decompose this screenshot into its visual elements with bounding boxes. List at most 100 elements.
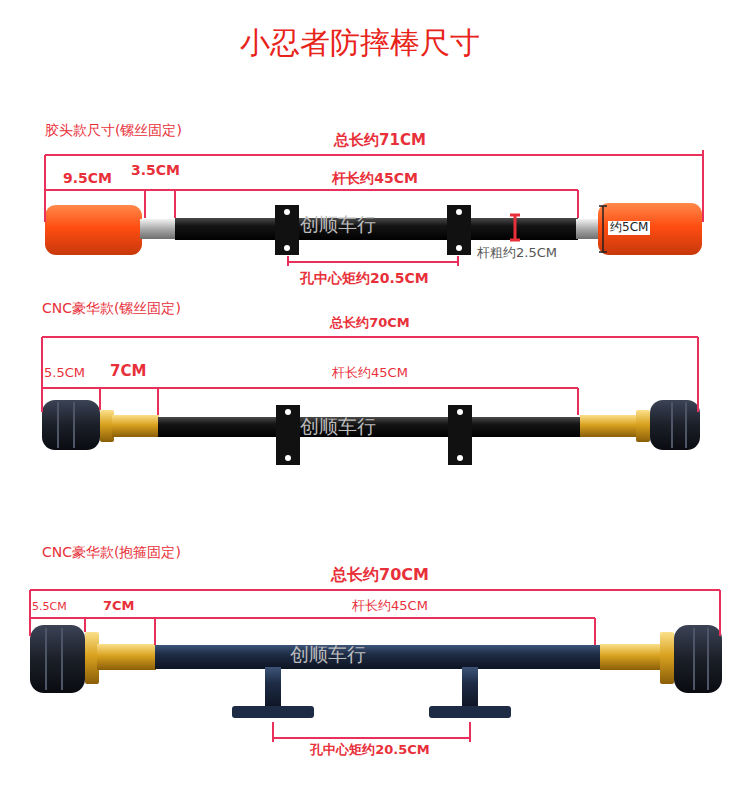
dimension-label: 总长约70CM	[330, 316, 410, 331]
dimension-label: 7CM	[110, 363, 146, 380]
dimension-label: 9.5CM	[63, 170, 112, 186]
gold-flange	[660, 632, 674, 684]
dimension-lines	[42, 336, 698, 338]
slider-rib	[693, 628, 695, 690]
dimension-lines	[577, 190, 579, 218]
dimension-lines	[457, 256, 459, 266]
slider-rib	[685, 402, 687, 448]
dimension-label: 杆粗约2.5CM	[477, 246, 557, 261]
watermark: 创顺车行	[300, 214, 376, 236]
dimension-bracket	[599, 206, 607, 252]
slider-cap	[42, 400, 100, 450]
section-heading: 胶头款尺寸(镙丝固定)	[45, 122, 182, 138]
mount-hole	[284, 209, 290, 215]
dimension-label: 杆长约45CM	[332, 366, 408, 381]
slider-rib	[61, 628, 63, 690]
slider-rib	[707, 628, 709, 690]
dimension-label: 3.5CM	[131, 162, 180, 178]
mount-hole	[284, 245, 290, 251]
slider-rib	[45, 628, 47, 690]
dimension-lines	[577, 388, 579, 415]
page-title: 小忍者防摔棒尺寸	[240, 26, 480, 61]
mount-hole	[456, 209, 462, 215]
slider-cap	[30, 625, 85, 693]
rod	[175, 218, 578, 240]
dimension-label: 孔中心矩约20.5CM	[300, 270, 429, 286]
dimension-lines	[45, 150, 703, 266]
clamp-leg	[462, 667, 478, 709]
gold-spacer	[112, 415, 159, 437]
mount-bracket	[275, 205, 299, 255]
dimension-label: 孔中心矩约20.5CM	[310, 743, 430, 758]
dimension-bracket	[602, 206, 604, 252]
dimension-label: 杆长约45CM	[332, 170, 418, 186]
dimension-lines	[42, 387, 578, 389]
mount-hole	[456, 245, 462, 251]
dimension-lines	[30, 589, 720, 591]
mount-bracket	[447, 205, 471, 255]
dimension-lines	[84, 618, 86, 632]
dimension-lines	[697, 337, 699, 412]
bumper-bar-rubber	[45, 203, 702, 255]
mount-bracket	[276, 405, 300, 465]
dimension-label: 总长约71CM	[334, 132, 426, 149]
dimension-label: 5.5CM	[32, 601, 67, 614]
clamp-plate	[232, 706, 314, 718]
dimension-lines	[287, 256, 289, 266]
dimension-lines	[510, 239, 520, 242]
dimension-lines	[144, 190, 146, 218]
mount-hole	[457, 455, 463, 461]
dimension-lines	[29, 590, 31, 636]
section-heading: CNC豪华款(抱箍固定)	[42, 544, 181, 560]
gold-flange	[100, 410, 114, 442]
dimension-lines	[157, 388, 159, 415]
dimension-label: 7CM	[103, 599, 135, 614]
dimension-bracket	[599, 251, 607, 253]
bumper-bar-cnc-clamp	[30, 625, 722, 718]
dimension-lines	[42, 337, 698, 415]
dimension-lines	[273, 737, 470, 739]
slider-cap	[674, 625, 722, 693]
slider-rib	[57, 402, 59, 448]
dimension-lines	[41, 337, 43, 412]
dimension-lines	[30, 590, 720, 742]
rod	[155, 645, 601, 669]
clamp-leg	[265, 667, 281, 709]
dimension-label: 杆长约45CM	[352, 599, 428, 614]
gold-flange	[85, 632, 99, 684]
rod	[158, 417, 581, 437]
bumper-bar-cnc-screw	[42, 400, 700, 465]
dimension-lines	[719, 590, 721, 636]
clamp-plate	[429, 706, 511, 718]
dimension-lines	[514, 215, 517, 240]
dimension-lines	[510, 214, 520, 217]
dimension-lines	[272, 722, 274, 742]
shaft	[140, 219, 177, 239]
dimension-label: 总长约70CM	[331, 566, 429, 584]
dimension-lines	[469, 722, 471, 742]
dimension-label: 5.5CM	[44, 366, 85, 381]
dimension-lines	[288, 261, 458, 263]
watermark: 创顺车行	[290, 644, 366, 666]
section-heading: CNC豪华款(镙丝固定)	[42, 300, 181, 316]
watermark: 创顺车行	[300, 416, 376, 438]
rubber-cap	[45, 205, 142, 255]
dimension-lines	[154, 618, 156, 645]
gold-spacer	[97, 644, 156, 670]
dimension-lines	[45, 189, 578, 191]
dimension-label: 约5CM	[608, 221, 650, 235]
dimension-lines	[44, 155, 46, 222]
slider-cap	[650, 400, 700, 450]
slider-rib	[73, 402, 75, 448]
dimension-lines	[702, 150, 704, 222]
gold-flange	[636, 410, 650, 442]
dimension-lines	[174, 190, 176, 218]
mount-hole	[285, 409, 291, 415]
mount-hole	[285, 455, 291, 461]
dimension-lines	[594, 618, 596, 645]
shaft	[576, 219, 600, 239]
dimension-lines	[99, 388, 101, 410]
mount-bracket	[448, 405, 472, 465]
mount-hole	[457, 409, 463, 415]
